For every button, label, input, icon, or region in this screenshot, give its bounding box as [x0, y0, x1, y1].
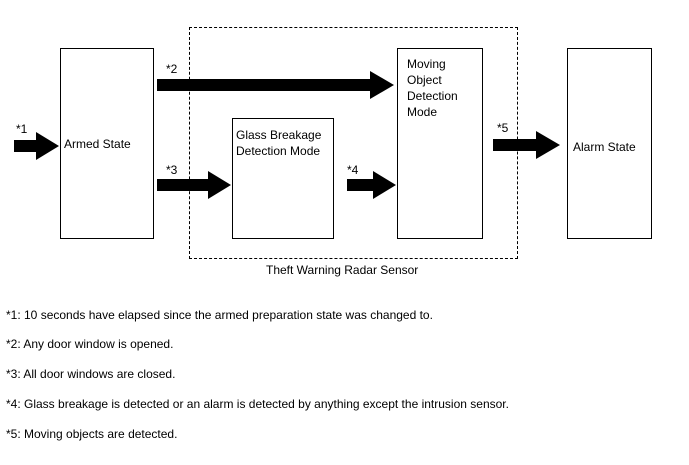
arrow-label-4: *4 [347, 163, 359, 177]
arrow-3 [157, 171, 231, 199]
arrow-2 [157, 71, 394, 99]
footnote-5: *5: Moving objects are detected. [6, 427, 178, 441]
moving-object-mode-label: Moving Object Detection Mode [407, 57, 458, 119]
radar-sensor-group-label: Theft Warning Radar Sensor [266, 263, 419, 277]
alarm-state-label: Alarm State [573, 140, 636, 154]
alarm-state-box [567, 48, 652, 239]
arrow-4 [347, 171, 396, 199]
armed-state-box [60, 48, 154, 239]
arrow-label-3: *3 [166, 163, 178, 177]
footnote-4: *4: Glass breakage is detected or an ala… [6, 397, 509, 411]
armed-state-label: Armed State [64, 137, 131, 151]
footnote-3: *3: All door windows are closed. [6, 367, 176, 381]
glass-breakage-mode-box [232, 118, 334, 239]
moving-object-mode-box [397, 48, 483, 239]
footnote-2: *2: Any door window is opened. [6, 337, 174, 351]
arrow-label-5: *5 [497, 121, 509, 135]
arrow-5 [493, 131, 560, 159]
arrow-label-1: *1 [16, 122, 28, 136]
arrow-1 [14, 132, 59, 160]
footnote-1: *1: 10 seconds have elapsed since the ar… [6, 308, 433, 322]
glass-breakage-mode-label: Glass Breakage Detection Mode [236, 128, 322, 158]
arrow-label-2: *2 [166, 62, 178, 76]
